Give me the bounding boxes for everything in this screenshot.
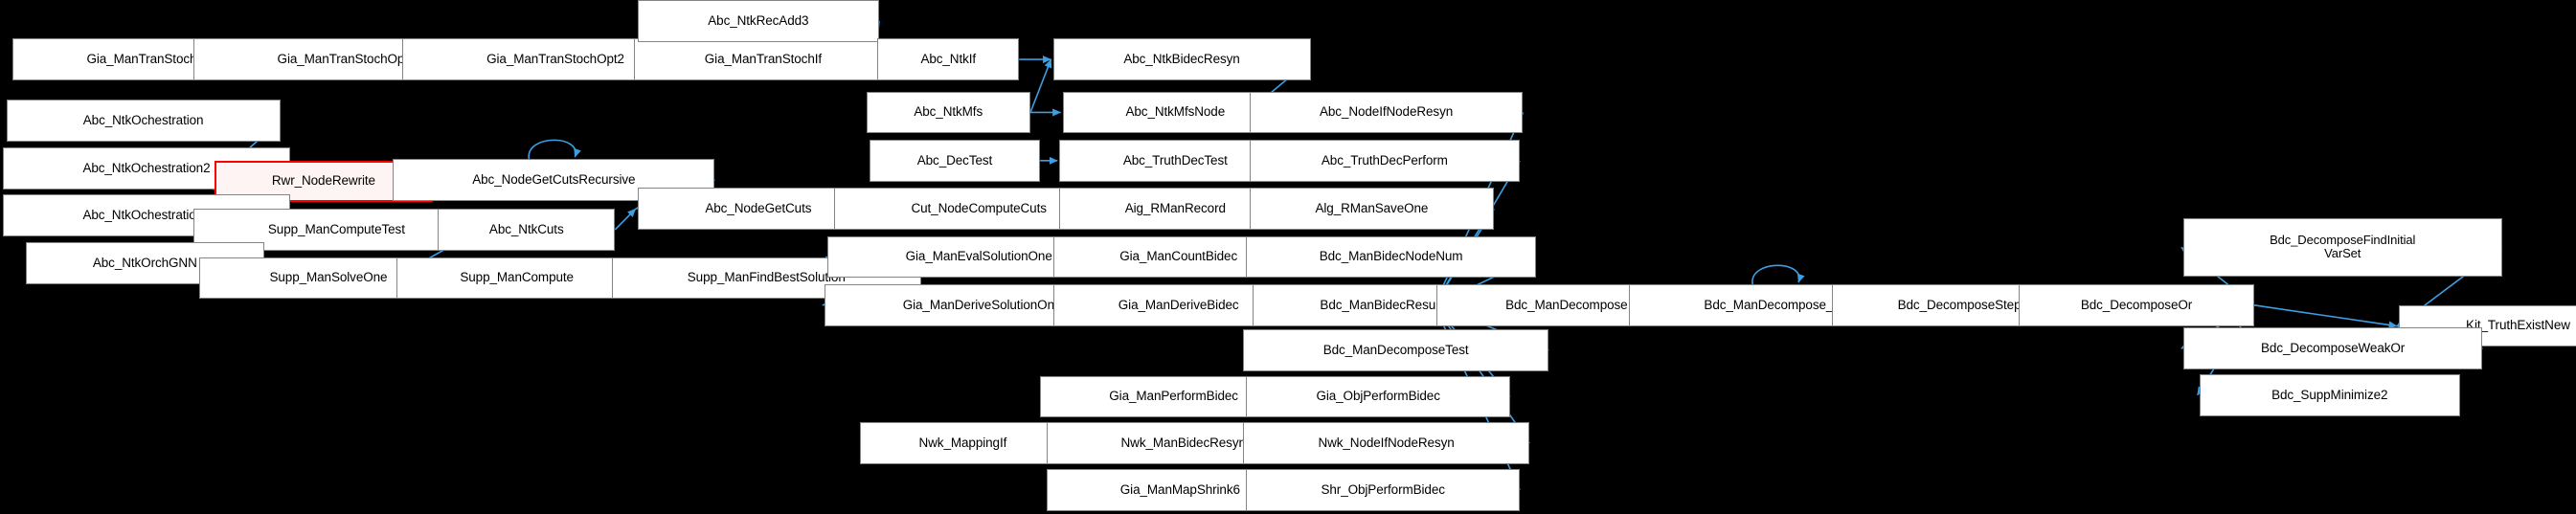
graph-node[interactable]: Bdc_ManBidecNodeNum [1246, 235, 1536, 279]
graph-edge [1029, 58, 1052, 113]
graph-edge [1751, 264, 1805, 285]
graph-node[interactable]: Bdc_DecomposeOr [2019, 284, 2254, 326]
graph-node[interactable]: Supp_ManCompute [395, 257, 638, 300]
graph-node[interactable]: Gia_ObjPerformBidec [1246, 375, 1510, 418]
graph-node[interactable]: Abc_DecTest [869, 139, 1041, 182]
graph-node[interactable]: Abc_NodeIfNodeResyn [1249, 91, 1524, 134]
graph-edge [528, 139, 581, 160]
graph-node[interactable]: Alg_RManSaveOne [1249, 188, 1495, 230]
graph-edge [614, 208, 637, 231]
graph-node[interactable]: Abc_TruthDecPerform [1249, 139, 1521, 182]
graph-node[interactable]: Abc_NtkMfs [866, 91, 1030, 134]
graph-node[interactable]: Nwk_MappingIf [859, 422, 1066, 464]
graph-node[interactable]: Gia_ManTranStochIf [634, 38, 893, 80]
graph-node[interactable]: Shr_ObjPerformBidec [1246, 469, 1521, 511]
graph-node[interactable]: Abc_NtkOchestration [6, 100, 281, 142]
graph-node[interactable]: Abc_NtkCuts [438, 209, 616, 251]
graph-node[interactable]: Nwk_NodeIfNodeResyn [1242, 422, 1530, 464]
graph-node[interactable]: Abc_NtkBidecResyn [1052, 38, 1311, 80]
graph-node[interactable]: Abc_NtkRecAdd3 [637, 0, 879, 42]
graph-edge [2253, 304, 2398, 329]
graph-node[interactable]: Bdc_DecomposeWeakOr [2182, 327, 2483, 369]
graph-node[interactable]: Bdc_SuppMinimize2 [2199, 374, 2460, 416]
graph-node[interactable]: Abc_NtkIf [877, 38, 1020, 80]
graph-node[interactable]: Bdc_ManDecomposeTest [1242, 329, 1549, 371]
graph-node[interactable]: Bdc_DecomposeFindInitial VarSet [2182, 218, 2502, 277]
